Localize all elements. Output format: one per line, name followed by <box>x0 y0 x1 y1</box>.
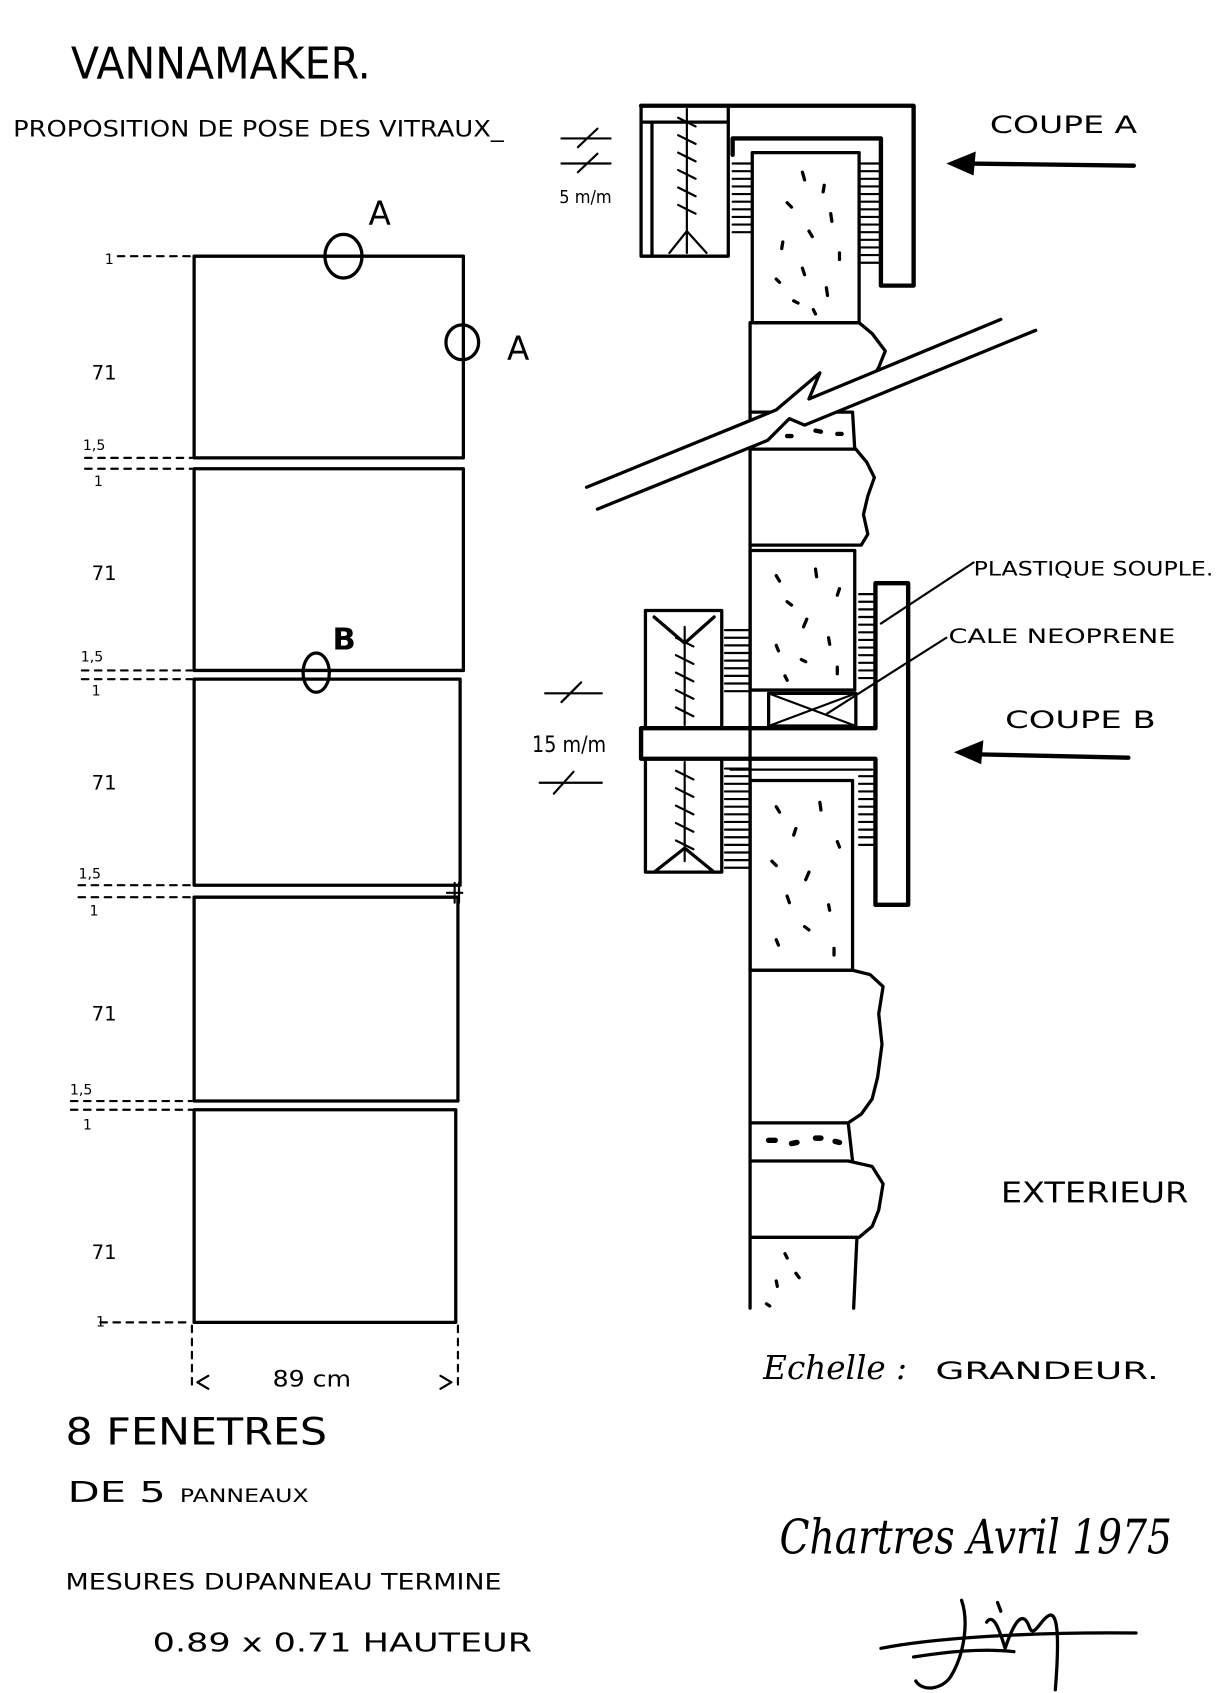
width-arrowheads <box>196 1374 453 1390</box>
glass-panel-3 <box>192 677 462 887</box>
masonry-outline-lower <box>748 968 885 1310</box>
coupe-a-arrowhead <box>946 151 976 176</box>
coupe-b-arrowhead <box>953 740 984 765</box>
top-metal-profile <box>638 103 916 288</box>
measure-value: 0.89 x 0.71 HAUTEUR <box>153 1629 532 1659</box>
drawing-title: VANNAMAKER. <box>71 39 371 89</box>
heading: VANNAMAKER. PROPOSITION DE POSE DES VITR… <box>13 39 505 142</box>
drawing-subtitle: PROPOSITION DE POSE DES VITRAUX_ <box>13 117 505 142</box>
plastic-label: PLASTIQUE SOUPLE. <box>974 558 1214 581</box>
section-marker-label-b: B <box>333 623 356 658</box>
edge-label-bottom: 1 <box>96 1315 105 1331</box>
middle-stained-glass-section <box>748 548 857 692</box>
gap-label-4: 1,5 <box>70 1083 93 1099</box>
coupe-a-arrow-shaft <box>968 161 1137 168</box>
lower-glass-stipple <box>770 800 842 957</box>
dimension-label-a: 5 m/m <box>559 188 611 208</box>
gap-sub-label-4: 1 <box>83 1117 92 1133</box>
lower-stained-glass-section <box>748 778 855 972</box>
masonry-stipple-lower <box>765 1135 843 1147</box>
panel-height-label-4: 71 <box>92 1002 117 1025</box>
break-line <box>584 317 1038 511</box>
gap-label-2: 1,5 <box>81 650 104 666</box>
sign-off: Chartres Avril 1975 <box>780 1509 1172 1692</box>
panel-height-label-1: 71 <box>92 361 117 384</box>
gap-sub-label-3: 1 <box>89 904 98 920</box>
cross-section-view: 5 m/m 15 m/m COUPE A COUPE B PLASTIQUE S… <box>532 103 1214 1387</box>
neoprene-label: CALE NEOPRENE <box>948 625 1175 648</box>
glass-panel-1 <box>192 254 466 460</box>
width-extension-lines <box>190 1324 460 1393</box>
measure-title: MESURES DUPANNEAU TERMINE <box>65 1570 501 1595</box>
neoprene-leader-line <box>825 636 948 716</box>
gap-sub-label-2: 1 <box>92 684 101 700</box>
middle-fixing-screw <box>674 625 695 863</box>
top-fixing-screw <box>668 107 708 255</box>
gap-label-3: 1,5 <box>79 867 102 883</box>
section-marker-circle-b <box>301 651 331 694</box>
window-count: 8 FENETRES <box>65 1410 327 1453</box>
width-label: 89 cm <box>273 1368 351 1393</box>
glass-panel-4 <box>192 895 460 1103</box>
gap-label-1: 1,5 <box>83 438 106 454</box>
plastic-leader-line <box>879 561 975 625</box>
coupe-b-label: COUPE B <box>1005 706 1155 734</box>
gap-sub-label-1: 1 <box>94 474 103 490</box>
panel-height-label-5: 71 <box>92 1241 117 1264</box>
panel-height-label-2: 71 <box>92 562 117 585</box>
section-marker-circle-a-side <box>444 323 481 362</box>
edge-label-top: 1 <box>105 252 114 268</box>
glass-panel-5 <box>192 1108 458 1324</box>
section-marker-label-a-top: A <box>369 195 392 233</box>
section-marker-label-a-side: A <box>507 330 530 368</box>
panels-per-window-prefix: DE 5 <box>68 1476 166 1509</box>
scale-value: GRANDEUR. <box>935 1357 1158 1385</box>
dimension-ticks-a <box>560 127 612 174</box>
height-dimension-lines <box>69 255 194 1324</box>
place-date: Chartres Avril 1975 <box>780 1509 1172 1565</box>
elevation-view: A A B 1 1 71 71 71 71 71 1,5 1 1,5 1 1,5… <box>70 195 530 1393</box>
section-marker-circle-a-top <box>323 232 364 280</box>
top-glass-stipple <box>774 170 842 316</box>
signature <box>879 1598 1138 1692</box>
exterior-label: EXTERIEUR <box>1001 1176 1189 1209</box>
masonry-stipple-bottom <box>764 1252 801 1308</box>
panels-per-window-word: PANNEAUX <box>180 1486 309 1507</box>
dimension-ticks-b <box>538 681 603 795</box>
neoprene-wedge-cross <box>767 692 857 728</box>
glass-panel-2 <box>192 467 466 673</box>
scale-word: Echelle : <box>762 1349 907 1387</box>
coupe-b-arrow-shaft <box>976 752 1131 760</box>
panel-junction-tick <box>445 881 464 904</box>
coupe-a-label: COUPE A <box>990 111 1138 139</box>
dimension-label-b: 15 m/m <box>532 733 606 758</box>
break-mask <box>586 319 1036 510</box>
t-bar-profile <box>638 581 911 908</box>
panel-height-label-3: 71 <box>92 771 117 794</box>
top-sealant-hatching <box>731 162 880 264</box>
panel-notes: 8 FENETRES DE 5 PANNEAUX MESURES DUPANNE… <box>65 1410 532 1658</box>
middle-sealant-hatching <box>723 593 877 869</box>
middle-glass-stipple <box>774 567 842 682</box>
